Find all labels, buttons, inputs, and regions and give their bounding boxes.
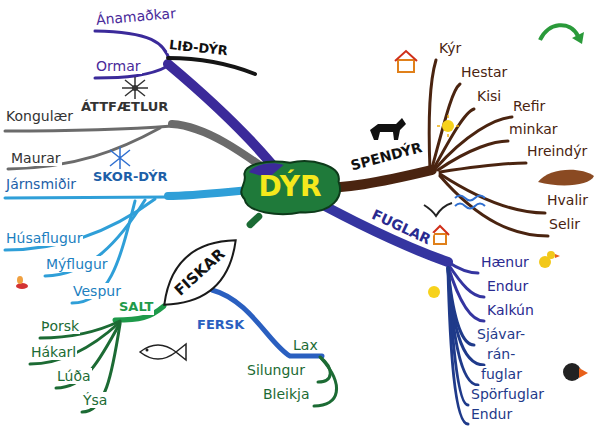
scribble-line (168, 58, 255, 74)
leaf-label: Kisi (476, 88, 502, 104)
sun-icon (428, 286, 440, 298)
leaf-label: Ormar (95, 58, 142, 74)
wasp-icon (17, 276, 23, 284)
branch-line (448, 268, 468, 424)
leaf-label: Hvalir (546, 192, 589, 208)
leaf-label: Kalkún (486, 302, 535, 318)
leaf-label: Ánamaðkar (94, 5, 177, 28)
spider-icon (122, 77, 148, 99)
leaf-label: fuglar (480, 366, 523, 382)
fish-icon (140, 344, 186, 360)
branch-label: SPENDÝR (348, 139, 425, 174)
leaf-label: Kongulær (5, 108, 74, 124)
spider-icon (132, 85, 138, 91)
house-icon (398, 60, 414, 72)
leaf-label: Endur (486, 278, 529, 294)
parrot-icon (579, 368, 588, 378)
leaf-label: Maurar (10, 150, 62, 166)
chick-icon (555, 254, 560, 258)
beetle-icon (110, 147, 130, 169)
branch-line (314, 358, 337, 406)
leaf-label: minkar (508, 121, 559, 137)
branch-label: SALT (118, 300, 154, 315)
leaf-label: Vespur (72, 283, 122, 299)
leaf-label: rán- (486, 346, 516, 362)
branch-line (8, 128, 160, 169)
category-lens: FISKAR (150, 224, 250, 320)
sun-icon (437, 115, 459, 137)
leaf-label: Hænur (480, 254, 530, 270)
lens-outline (151, 225, 250, 320)
wasp-icon (16, 283, 28, 289)
branch-line (440, 176, 548, 236)
leaf-label: Kýr (438, 40, 462, 56)
leaf-label: Hreindýr (526, 143, 588, 159)
leaf-label: Bleikja (262, 386, 311, 402)
branch-line (440, 163, 526, 172)
house-icon (434, 234, 446, 244)
blob-fill (241, 161, 340, 214)
leaf-label: Hákarl (30, 344, 77, 360)
arrow-icon (572, 32, 584, 44)
seal-icon (538, 170, 594, 186)
leaf-label: Hestar (460, 64, 508, 80)
branch-line (72, 201, 135, 303)
house-icon (395, 51, 417, 61)
branch-label: FERSK (196, 318, 245, 333)
center-blob: DÝR (236, 158, 344, 217)
bird-icon (424, 203, 452, 216)
arrow-icon (540, 25, 578, 40)
chick-icon (547, 251, 555, 259)
branch-connector (250, 217, 259, 225)
leaf-label: Járnsmiðir (5, 176, 77, 192)
leaf-label: Refir (512, 98, 546, 114)
wave-icon (455, 196, 485, 209)
leaf-label: Sjávar- (476, 326, 526, 342)
branch-line (5, 126, 172, 131)
parrot-icon (563, 363, 581, 381)
leaf-label: Silungur (246, 362, 306, 378)
leaf-label: Ýsa (82, 392, 108, 408)
node-title: DÝR (258, 172, 322, 203)
fish-icon (146, 349, 149, 352)
leaf-label: Lúða (56, 368, 92, 384)
branch-label: SKOR-DÝR (92, 170, 169, 185)
dog-icon (370, 118, 406, 140)
leaf-label: Endur (470, 406, 513, 422)
leaf-label: Spörfuglar (470, 386, 545, 402)
leaf-label: Húsaflugur (5, 230, 83, 246)
leaf-label: Þorsk (40, 318, 80, 334)
branch-line (5, 197, 168, 198)
leaf-label: Mýflugur (45, 256, 109, 272)
branch-label: ÁTTFÆTLUR (80, 100, 169, 115)
leaf-label: Selir (548, 216, 581, 232)
leaf-label: Lax (292, 337, 319, 353)
branch-label: LIÐ-DÝR (167, 38, 229, 59)
branch-line (168, 64, 290, 187)
sun-icon (442, 120, 454, 132)
